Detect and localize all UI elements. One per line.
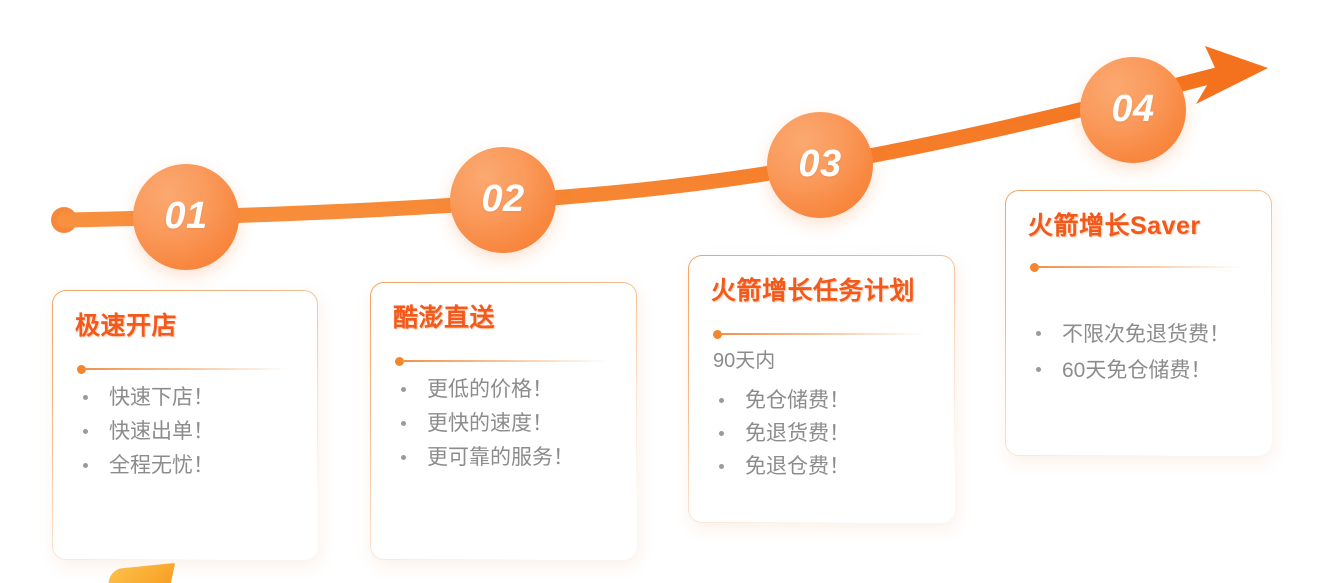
bullet-dot-icon xyxy=(1036,330,1041,336)
bullet-dot-icon xyxy=(401,386,406,392)
list-item-label: 免退货费！ xyxy=(745,421,850,445)
list-item-label: 快速下店！ xyxy=(109,385,214,409)
divider-rule xyxy=(1037,266,1243,268)
step-number-label: 02 xyxy=(481,178,525,220)
card-divider xyxy=(713,328,934,339)
card-title: 火箭增长Saver xyxy=(1028,212,1201,240)
list-item: 60天免仓储费！ xyxy=(1028,353,1251,389)
list-item-label: 更快的速度！ xyxy=(427,411,553,435)
divider-rule xyxy=(84,368,289,370)
card-bullet-list: 快速下店！ 快速出单！ 全程无忧！ xyxy=(75,381,297,483)
list-item-label: 60天免仓储费！ xyxy=(1062,358,1212,382)
step-node-01[interactable]: 01 xyxy=(133,164,239,270)
step-node-02[interactable]: 02 xyxy=(450,147,556,253)
feature-card-2[interactable]: 酷澎直送 更低的价格！ 更快的速度！ 更可靠的服务！ xyxy=(370,282,637,560)
bullet-dot-icon xyxy=(719,430,724,436)
divider-dot-icon xyxy=(1030,262,1039,272)
list-item: 更快的速度！ xyxy=(393,407,616,441)
step-node-03[interactable]: 03 xyxy=(767,112,873,218)
card-title: 极速开店 xyxy=(75,312,178,340)
bullet-dot-icon xyxy=(1036,366,1041,372)
bullet-dot-icon xyxy=(83,428,88,434)
card-divider xyxy=(395,355,616,366)
feature-card-1[interactable]: 极速开店 快速下店！ 快速出单！ 全程无忧！ xyxy=(52,290,318,560)
bullet-dot-icon xyxy=(83,394,88,400)
step-number-label: 01 xyxy=(164,195,208,237)
decorative-wedge-icon xyxy=(102,562,176,583)
arrow-head-icon xyxy=(1196,46,1268,104)
list-item-label: 更低的价格！ xyxy=(427,377,553,401)
list-item: 更低的价格！ xyxy=(393,373,616,407)
bullet-dot-icon xyxy=(83,462,88,468)
list-item: 不限次免退货费！ xyxy=(1028,317,1251,353)
list-item: 免仓储费！ xyxy=(711,384,934,417)
card-title: 酷澎直送 xyxy=(393,304,496,332)
bullet-dot-icon xyxy=(401,454,406,460)
card-bullet-list: 不限次免退货费！ 60天免仓储费！ xyxy=(1028,317,1251,389)
list-item: 快速出单！ xyxy=(75,415,297,449)
step-node-04[interactable]: 04 xyxy=(1080,57,1186,163)
divider-dot-icon xyxy=(77,364,86,374)
bullet-dot-icon xyxy=(719,463,724,469)
step-number-label: 04 xyxy=(1111,88,1155,130)
list-item-label: 更可靠的服务！ xyxy=(427,445,574,469)
list-item-label: 免仓储费！ xyxy=(745,388,850,412)
list-item-label: 不限次免退货费！ xyxy=(1062,322,1230,346)
card-title: 火箭增长任务计划 xyxy=(711,277,916,305)
card-intro-text: 90天内 xyxy=(713,349,776,372)
divider-dot-icon xyxy=(395,356,404,366)
card-divider xyxy=(1030,261,1251,272)
divider-rule xyxy=(402,360,608,362)
list-item-label: 全程无忧！ xyxy=(109,453,214,477)
list-item: 免退货费！ xyxy=(711,417,934,450)
list-item-label: 免退仓费！ xyxy=(745,454,850,478)
card-bullet-list: 免仓储费！ 免退货费！ 免退仓费！ xyxy=(711,384,934,484)
divider-dot-icon xyxy=(713,329,722,339)
feature-card-3[interactable]: 火箭增长任务计划 90天内 免仓储费！ 免退货费！ 免退仓费！ xyxy=(688,255,955,523)
list-item: 更可靠的服务！ xyxy=(393,441,616,475)
bullet-dot-icon xyxy=(719,397,724,403)
list-item: 全程无忧！ xyxy=(75,449,297,483)
bullet-dot-icon xyxy=(401,420,406,426)
step-number-label: 03 xyxy=(798,143,842,185)
feature-card-4[interactable]: 火箭增长Saver 不限次免退货费！ 60天免仓储费！ xyxy=(1005,190,1272,456)
list-item: 快速下店！ xyxy=(75,381,297,415)
list-item-label: 快速出单！ xyxy=(109,419,214,443)
card-divider xyxy=(77,363,297,374)
divider-rule xyxy=(720,333,926,335)
card-bullet-list: 更低的价格！ 更快的速度！ 更可靠的服务！ xyxy=(393,373,616,475)
list-item: 免退仓费！ xyxy=(711,450,934,483)
timeline-start-dot xyxy=(51,207,77,233)
